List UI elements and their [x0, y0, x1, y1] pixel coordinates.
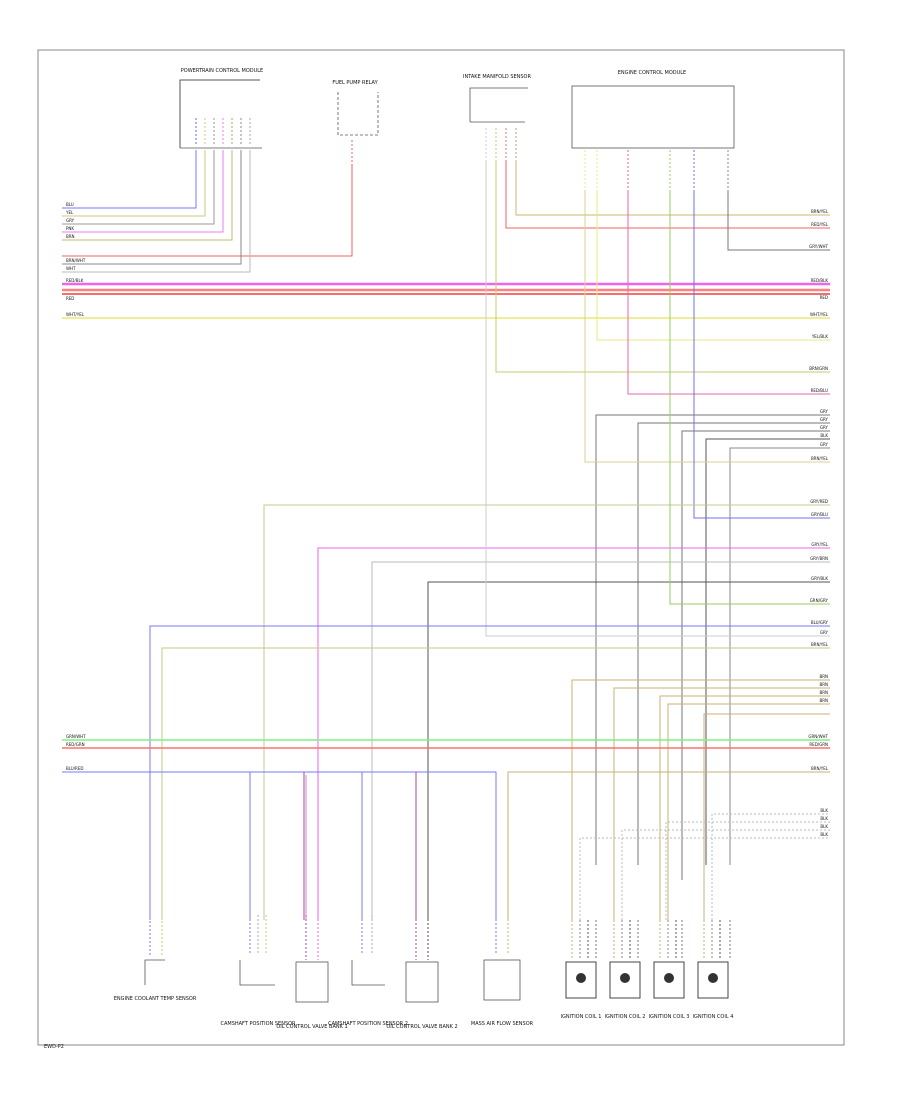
wire-label-right-5: RED	[820, 295, 828, 300]
oil-control-valve-2-label: OIL CONTROL VALVE BANK 2	[386, 1024, 457, 1030]
camshaft-sensor-1: CAMSHAFT POSITION SENSOR	[220, 915, 296, 1027]
wire-label-right-35: BLK	[820, 832, 828, 837]
wire-label-right-31: BRN/YEL	[811, 766, 829, 771]
wire-label-right-30: RED/GRN	[809, 742, 828, 747]
top-right-module: ENGINE CONTROL MODULE	[571, 70, 735, 190]
wire-label-right-7: YEL/BLK	[811, 334, 829, 339]
wire-label-right-16: GRY/RED	[810, 499, 828, 504]
ignition-coil-2: IGNITION COIL 2	[605, 961, 646, 1020]
oil-control-valve-1: OIL CONTROL VALVE BANK 1	[276, 915, 348, 1030]
wire-label-right-25: BRN	[819, 674, 828, 679]
wire-label-right-33: BLK	[820, 816, 828, 821]
wire-label-right-6: WHT/YEL	[810, 312, 829, 317]
wire-label-right-18: GRY/YEL	[811, 542, 828, 547]
wire-label-right-4: RED/BLK	[811, 278, 829, 283]
wire-label-right-2: RED/YEL	[811, 222, 829, 227]
ignition-coil-3-label: IGNITION COIL 3	[649, 1014, 690, 1020]
wire-label-right-29: GRN/WHT	[808, 734, 828, 739]
ignition-coil-1: IGNITION COIL 1	[561, 961, 602, 1020]
wire-label-left-12: RED/GRN	[66, 742, 85, 747]
wire-label-right-19: GRY/BRN	[810, 556, 828, 561]
wire-label-right-28: BRN	[819, 698, 828, 703]
wire-label-left-11: GRN/WHT	[66, 734, 86, 739]
wire-label-left-2: YEL	[65, 210, 74, 215]
wire-label-right-10: GRY	[820, 409, 829, 414]
wire-label-right-14: GRY	[820, 442, 829, 447]
ignition-coil-1-label: IGNITION COIL 1	[561, 1014, 602, 1020]
top-right-module-title: ENGINE CONTROL MODULE	[618, 70, 686, 76]
top-center-sensor-title: INTAKE MANIFOLD SENSOR	[463, 74, 531, 80]
wire-label-left-8: RED/BLK	[66, 278, 84, 283]
coolant-sensor-label: ENGINE COOLANT TEMP SENSOR	[114, 996, 197, 1002]
footer-code: EWD-P2	[44, 1044, 64, 1050]
oil-control-valve-1-label: OIL CONTROL VALVE BANK 1	[276, 1024, 347, 1030]
wire-label-right-32: BLK	[820, 808, 828, 813]
camshaft-sensor-2-label: CAMSHAFT POSITION SENSOR 2	[328, 1021, 408, 1027]
camshaft-sensor-1-label: CAMSHAFT POSITION SENSOR	[220, 1021, 296, 1027]
wire-label-right-21: GRN/GRY	[810, 598, 829, 603]
wire-label-right-3: GRY/WHT	[809, 244, 828, 249]
wire-label-right-23: GRY	[820, 630, 829, 635]
wire-label-left-7: WHT	[66, 266, 76, 271]
top-relay-title: FUEL PUMP RELAY	[332, 80, 378, 86]
ignition-coil-4-label: IGNITION COIL 4	[693, 1014, 734, 1020]
top-relay: FUEL PUMP RELAY	[332, 80, 379, 165]
ignition-coil-3: IGNITION COIL 3	[649, 961, 690, 1020]
wire-label-right-24: BRN/YEL	[811, 642, 829, 647]
wire-label-left-3: GRY	[66, 218, 75, 223]
wire-label-right-27: BRN	[819, 690, 828, 695]
wire-label-left-1: BLU	[66, 202, 74, 207]
wire-label-right-1: BRN/YEL	[811, 209, 829, 214]
wire-label-right-9: RED/BLU	[811, 388, 829, 393]
wire-label-right-13: BLK	[820, 433, 828, 438]
wire-bus	[62, 150, 830, 920]
left-wire-labels: BLU YEL GRY PNK BRN BRN/WHT WHT RED/BLK …	[65, 202, 86, 771]
wire-label-right-15: BRN/YEL	[811, 456, 829, 461]
wire-label-right-26: BRN	[819, 682, 828, 687]
wire-label-left-13: BLU/RED	[66, 766, 83, 771]
oil-control-valve-2: OIL CONTROL VALVE BANK 2	[386, 915, 458, 1030]
wire-label-right-8: BRN/GRN	[809, 366, 828, 371]
wire-label-right-12: GRY	[820, 425, 829, 430]
wire-label-right-22: BLU/GRY	[811, 620, 829, 625]
diagram-border	[37, 49, 845, 1046]
wire-label-left-9: RED	[66, 296, 74, 301]
wire-label-right-17: GRY/BLU	[811, 512, 828, 517]
wire-label-right-34: BLK	[820, 824, 828, 829]
coolant-sensor: ENGINE COOLANT TEMP SENSOR	[114, 905, 197, 1002]
ignition-coil-4: IGNITION COIL 4	[693, 961, 734, 1020]
top-left-module: POWERTRAIN CONTROL MODULE	[179, 68, 263, 149]
bottom-components: ENGINE COOLANT TEMP SENSOR CAMSHAFT POSI…	[114, 905, 734, 1030]
wire-label-left-6: BRN/WHT	[66, 258, 86, 263]
top-left-module-title: POWERTRAIN CONTROL MODULE	[181, 68, 263, 74]
ignition-coil-2-label: IGNITION COIL 2	[605, 1014, 646, 1020]
wire-label-left-5: BRN	[66, 234, 75, 239]
wire-label-right-20: GRY/BLK	[811, 576, 828, 581]
camshaft-sensor-2: CAMSHAFT POSITION SENSOR 2	[328, 915, 408, 1027]
wire-label-left-10: WHT/YEL	[66, 312, 85, 317]
right-wire-labels: BRN/YEL RED/YEL GRY/WHT RED/BLK RED WHT/…	[808, 209, 828, 837]
top-center-sensor: INTAKE MANIFOLD SENSOR	[463, 74, 532, 160]
mass-air-flow-sensor-label: MASS AIR FLOW SENSOR	[471, 1021, 534, 1027]
mass-air-flow-sensor: MASS AIR FLOW SENSOR	[471, 915, 534, 1027]
wire-label-right-11: GRY	[820, 417, 829, 422]
wire-label-left-4: PNK	[66, 226, 74, 231]
